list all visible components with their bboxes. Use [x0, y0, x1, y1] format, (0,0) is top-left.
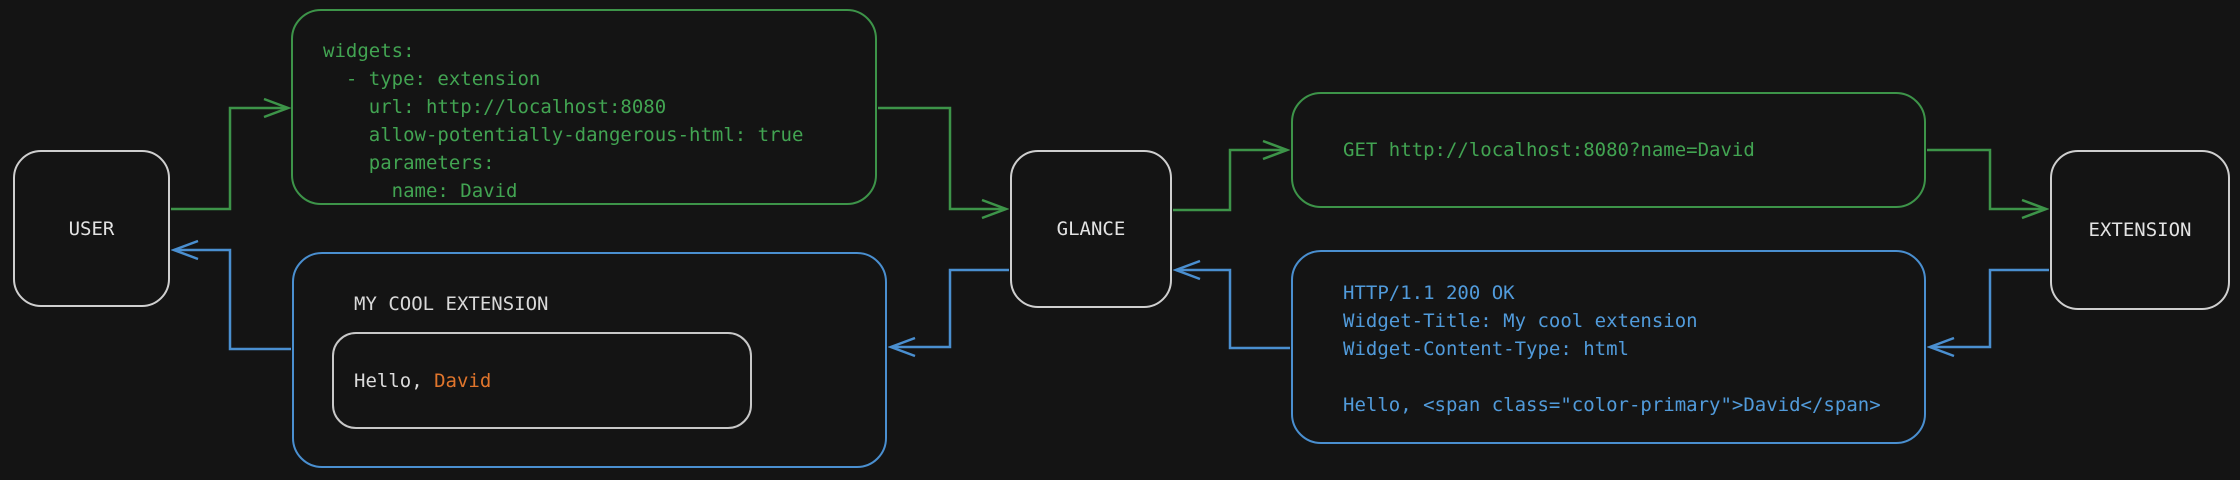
greeting-prefix: Hello, — [354, 369, 435, 392]
glance-node-label: GLANCE — [1056, 218, 1126, 240]
http-request-text: GET http://localhost:8080?name=David — [1343, 139, 1755, 161]
connector-widget-to-user — [174, 250, 291, 351]
connector-request-to-extension — [1927, 148, 2046, 209]
user-node: USER — [13, 150, 170, 307]
greeting-name: David — [434, 369, 492, 392]
greeting-text: Hello, David — [354, 367, 491, 395]
extension-node-label: EXTENSION — [2088, 219, 2192, 241]
widget-preview-box: MY COOL EXTENSION Hello, David — [292, 252, 887, 468]
http-request-box: GET http://localhost:8080?name=David — [1291, 92, 1926, 208]
connector-extension-to-response — [1930, 268, 2049, 347]
connector-config-to-glance — [878, 106, 1006, 209]
widget-title: MY COOL EXTENSION — [354, 293, 549, 315]
user-node-label: USER — [68, 217, 115, 240]
extension-node: EXTENSION — [2050, 150, 2230, 310]
http-response-text: HTTP/1.1 200 OK Widget-Title: My cool ex… — [1343, 282, 1881, 416]
connector-glance-to-widget — [891, 268, 1009, 347]
connector-glance-to-request — [1173, 150, 1287, 212]
connector-response-to-glance — [1176, 270, 1290, 350]
http-response-box: HTTP/1.1 200 OK Widget-Title: My cool ex… — [1291, 250, 1926, 444]
glance-node: GLANCE — [1010, 150, 1172, 308]
config-yaml-box: widgets: - type: extension url: http://l… — [291, 9, 877, 205]
config-yaml-code: widgets: - type: extension url: http://l… — [323, 40, 804, 202]
connector-user-to-config — [171, 108, 288, 211]
widget-greeting-box: Hello, David — [332, 332, 752, 429]
